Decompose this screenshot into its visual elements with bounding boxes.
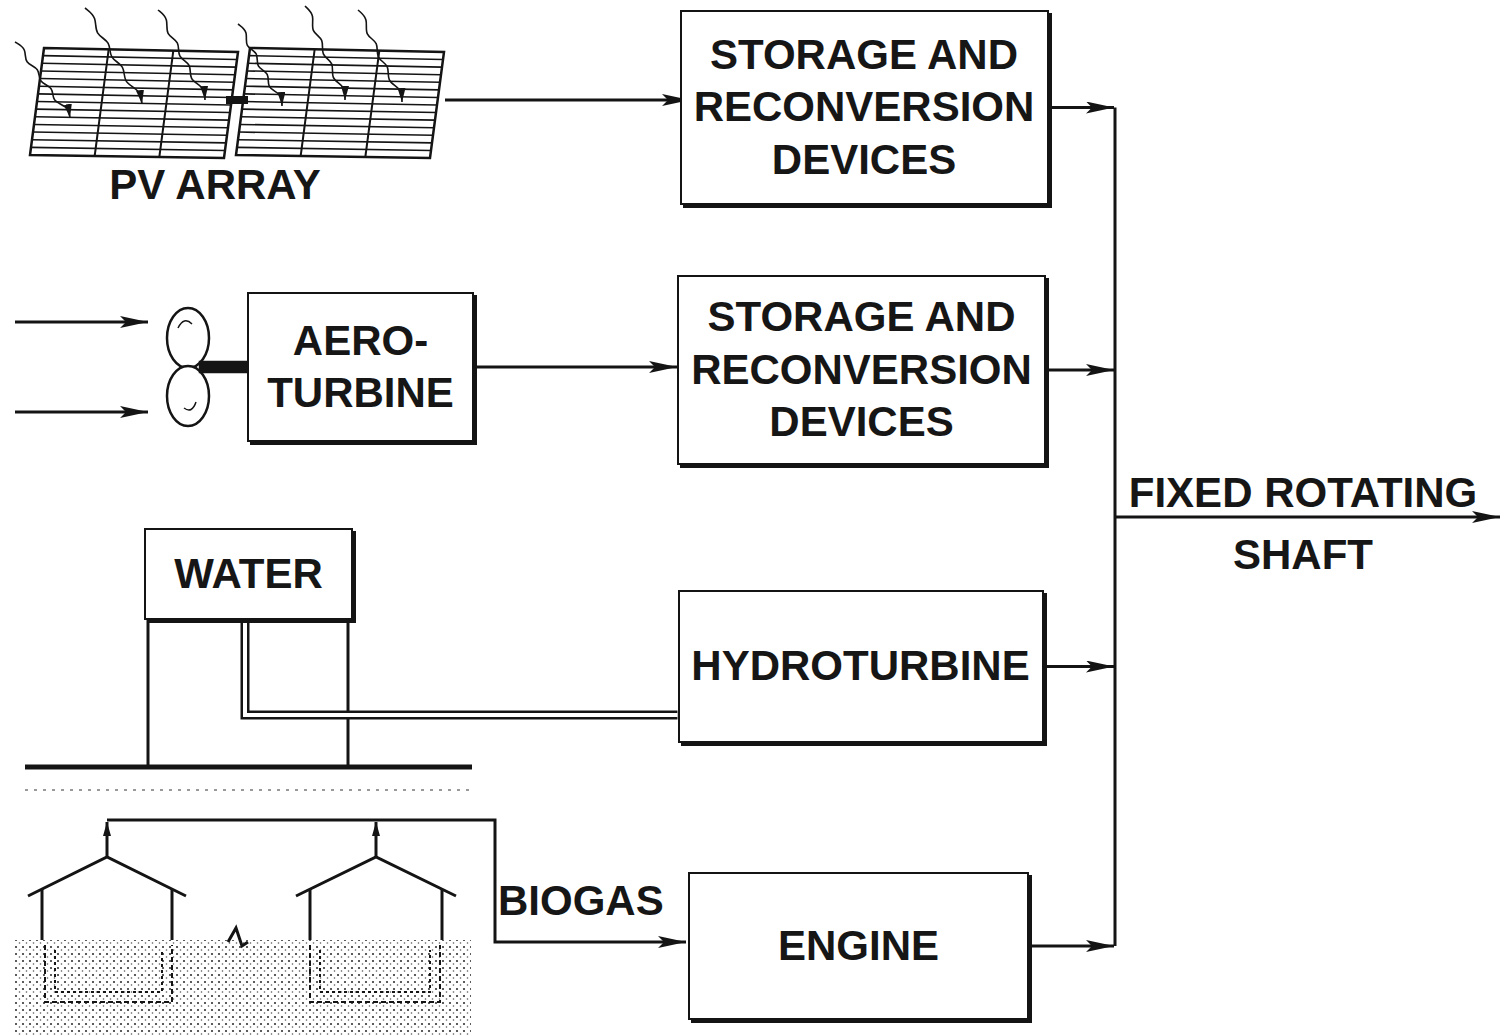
pv-cell-line xyxy=(248,63,442,67)
shaft-label: FIXED ROTATING SHAFT xyxy=(1118,462,1488,586)
digester-houses xyxy=(28,857,456,946)
pv-panel xyxy=(30,48,238,158)
box-text: AERO-TURBINE xyxy=(259,315,462,420)
pv-cell-line xyxy=(241,117,435,120)
box-text: WATER xyxy=(156,548,341,601)
sun-ray xyxy=(358,10,402,102)
ground-texture xyxy=(25,789,472,791)
pv-cell-line xyxy=(246,79,440,83)
pv-link xyxy=(226,96,248,104)
box-text: STORAGE AND RECONVERSION DEVICES xyxy=(689,291,1034,449)
pv-cell-line xyxy=(240,124,434,127)
sun-ray xyxy=(85,8,142,104)
storage-box: STORAGE AND RECONVERSION DEVICES xyxy=(680,10,1049,205)
pv-cell-line xyxy=(36,109,230,112)
digesters xyxy=(45,945,440,1002)
sun-rays xyxy=(15,6,402,118)
fuel-label: BIOGAS xyxy=(498,876,658,926)
propeller xyxy=(167,308,248,426)
pv-cell-line xyxy=(42,63,236,67)
edge-group xyxy=(474,367,677,368)
pv-cell-line xyxy=(243,102,437,106)
pv-panel xyxy=(236,48,444,158)
wind-arrow xyxy=(15,321,148,324)
pv-cell-line xyxy=(37,102,231,106)
hydroturbine-box: HYDROTURBINE xyxy=(678,590,1044,743)
pv-cell-line xyxy=(31,147,225,150)
box-text: ENGINE xyxy=(700,920,1017,973)
feed-arrow xyxy=(1047,665,1115,668)
pv-cell-divider xyxy=(95,49,109,156)
pv-cell-line xyxy=(32,140,226,143)
water-tank: WATER xyxy=(144,528,353,620)
pv-cell-divider xyxy=(365,51,379,157)
pv-cell-line xyxy=(237,147,431,150)
sun-ray xyxy=(238,24,282,106)
bus-line xyxy=(1114,108,1117,947)
box-text: STORAGE AND RECONVERSION DEVICES xyxy=(692,29,1037,187)
pv-cell-line xyxy=(242,109,436,112)
pipe-bore xyxy=(245,620,678,715)
flow-arrow xyxy=(474,366,677,369)
pv-cell-line xyxy=(244,94,438,98)
pv-array xyxy=(30,48,444,158)
ground-line xyxy=(25,765,472,770)
pv-cell-line xyxy=(238,140,432,143)
pv-cell-line xyxy=(38,94,232,98)
pv-cell-divider xyxy=(301,49,315,156)
sun-ray xyxy=(15,42,70,118)
pv-cell-line xyxy=(239,132,433,135)
pv-output-line xyxy=(445,99,690,102)
feed-arrow xyxy=(1049,369,1114,372)
wind-arrow xyxy=(15,411,148,414)
feed-arrow xyxy=(1052,106,1115,109)
biogas-pipe xyxy=(107,820,686,942)
water-pipe xyxy=(245,620,678,715)
pv-cell-line xyxy=(249,56,443,60)
aeroturbine-box: AERO-TURBINE xyxy=(247,292,474,442)
pv-cell-line xyxy=(40,79,234,83)
pv-cell-line xyxy=(35,117,229,120)
box-text: HYDROTURBINE xyxy=(690,640,1032,693)
array-label: PV ARRAY xyxy=(100,160,330,210)
engine-box: ENGINE xyxy=(688,872,1029,1020)
pv-cell-line xyxy=(247,71,441,75)
pv-cell-divider xyxy=(159,51,173,157)
sun-ray xyxy=(305,6,345,100)
pv-cell-line xyxy=(33,132,227,135)
storage-box: STORAGE AND RECONVERSION DEVICES xyxy=(677,275,1046,465)
pv-cell-line xyxy=(41,71,235,75)
sun-ray xyxy=(158,10,205,100)
pv-cell-line xyxy=(43,56,237,60)
soil xyxy=(15,940,471,1036)
feed-arrow xyxy=(1032,945,1114,948)
pv-cell-line xyxy=(34,124,228,127)
edge-group xyxy=(245,620,678,715)
shaft-bus xyxy=(1032,108,1500,947)
